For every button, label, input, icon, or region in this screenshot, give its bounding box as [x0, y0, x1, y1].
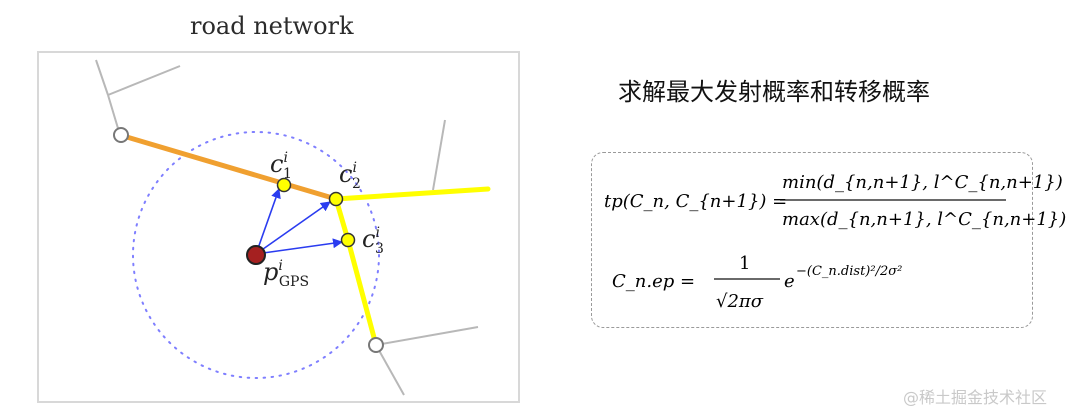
- formula-transition-denominator: max(d_{n,n+1}, l^C_{n,n+1}): [782, 209, 1066, 230]
- diagram-frame: [37, 51, 520, 403]
- formula-emission-lhs: C_n.ep =: [612, 271, 695, 292]
- candidate-roads: [333, 186, 491, 348]
- gray-roads: [95, 59, 479, 396]
- candidate-point: [340, 232, 356, 248]
- formula-transition-numerator: min(d_{n,n+1}, l^C_{n,n+1}): [782, 172, 1063, 193]
- formula-svg: tp(C_n, C_{n+1}) = min(d_{n,n+1}, l^C_{n…: [604, 172, 1066, 312]
- road-node: [113, 127, 129, 143]
- formula-emission-denominator: √2πσ: [716, 291, 764, 312]
- formula-transition-lhs: tp(C_n, C_{n+1}) =: [604, 191, 787, 212]
- formula-emission-base: e: [784, 271, 795, 292]
- candidate-arrows: [255, 188, 343, 255]
- formula-emission-numerator: 1: [739, 253, 750, 274]
- candidate-point: [276, 177, 292, 193]
- formula-box: tp(C_n, C_{n+1}) = min(d_{n,n+1}, l^C_{n…: [591, 152, 1066, 328]
- matched-road: [117, 132, 339, 202]
- formula-emission-exponent: −(C_n.dist)²/2σ²: [796, 264, 902, 279]
- gps-point: [246, 245, 266, 265]
- main-heading: 求解最大发射概率和转移概率: [618, 78, 930, 106]
- watermark: @稀土掘金技术社区: [903, 388, 1048, 407]
- diagram-title: road network: [190, 12, 354, 40]
- candidate-point: [328, 191, 344, 207]
- road-node: [368, 337, 384, 353]
- search-radius-circle: [132, 131, 380, 379]
